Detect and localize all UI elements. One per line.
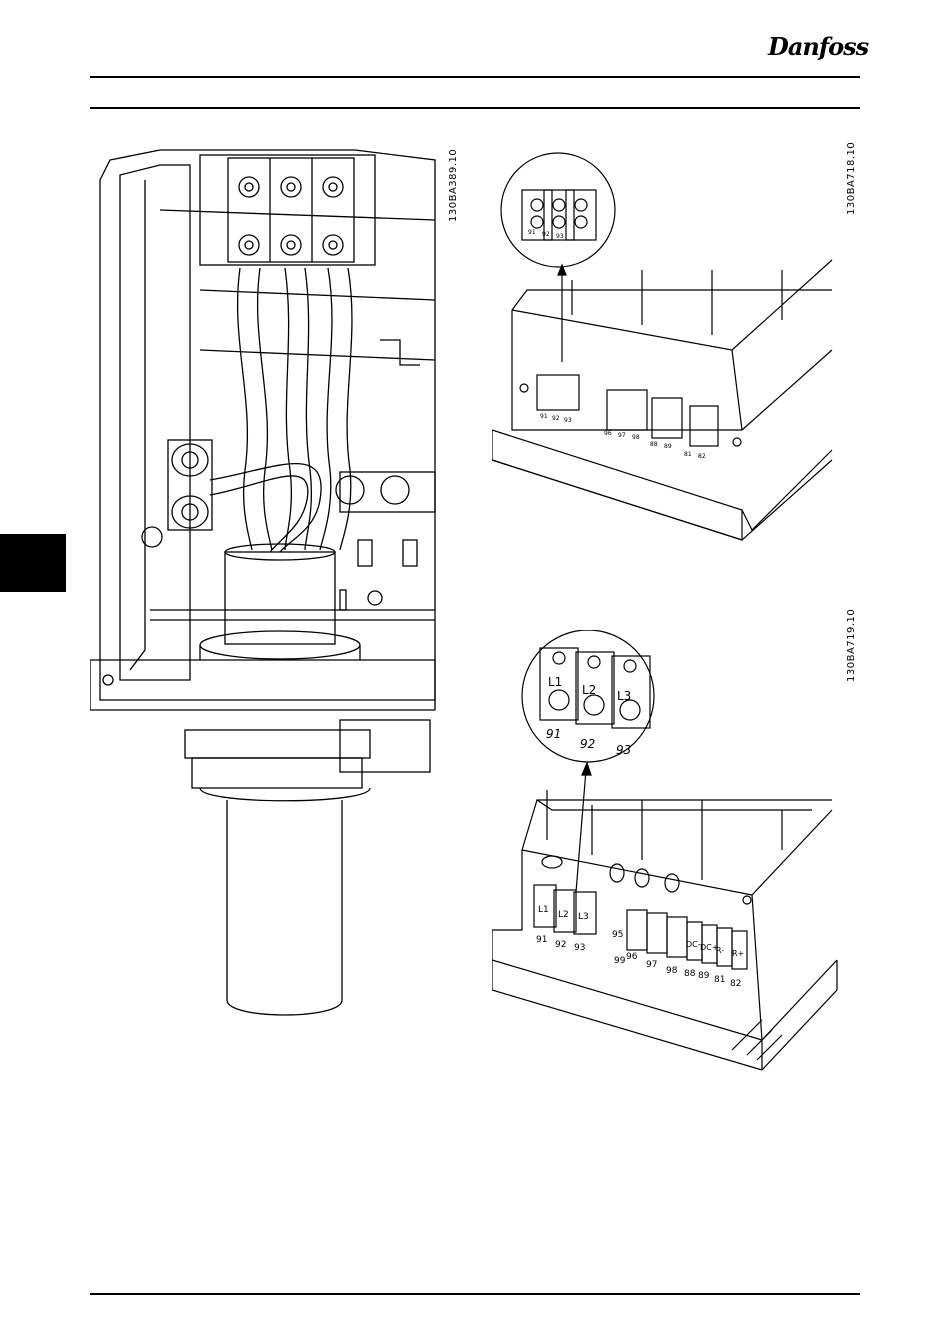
chapter-tab — [0, 534, 66, 592]
callout-b-terminal-91: 91 — [546, 727, 561, 741]
callout-a-terminal-91: 91 — [528, 229, 536, 236]
callout-b-phase-l3: L3 — [617, 689, 631, 703]
block-b-phase-l2: L2 — [558, 910, 569, 920]
block-b-terminal-82: 82 — [730, 979, 741, 989]
block-a-terminal-82: 82 — [698, 453, 706, 460]
block-b-terminal-97: 97 — [646, 960, 657, 970]
block-a-terminal-88: 88 — [650, 441, 658, 448]
block-b-label-r-minus: R- — [716, 946, 724, 955]
block-a-terminal-81: 81 — [684, 451, 692, 458]
block-b-phase-l1: L1 — [538, 905, 549, 915]
callout-b-phase-l2: L2 — [582, 683, 596, 697]
footer-rule — [90, 1293, 860, 1295]
callout-b-terminal-93: 93 — [616, 743, 631, 757]
figure-code-bottom-right: 130BA719.10 — [846, 609, 857, 682]
block-b-terminal-99: 99 — [614, 956, 626, 966]
header-rule-bottom — [90, 107, 860, 109]
danfoss-logo: Danfoss — [768, 32, 860, 66]
header-rule-top — [90, 76, 860, 78]
block-a-terminal-91: 91 — [540, 413, 548, 420]
block-b-terminal-89: 89 — [698, 971, 710, 981]
block-b-terminal-93: 93 — [574, 943, 585, 953]
block-b-phase-l3: L3 — [578, 912, 589, 922]
block-b-terminal-96: 96 — [626, 952, 638, 962]
block-a-terminal-97: 97 — [618, 432, 626, 439]
callout-a-terminal-93: 93 — [556, 233, 564, 240]
block-a-terminal-89: 89 — [664, 443, 672, 450]
block-b-terminal-92: 92 — [555, 940, 566, 950]
block-b-label-r-plus: R+ — [732, 949, 744, 958]
block-b-terminal-95: 95 — [612, 930, 623, 940]
terminal-block-illustration-b: L1 L2 L3 91 92 93 L1 L2 L3 91 92 93 95 9… — [492, 630, 842, 1080]
block-b-terminal-88: 88 — [684, 969, 696, 979]
figure-code-left: 130BA389.10 — [448, 149, 459, 222]
block-b-label-dc-minus: DC- — [686, 940, 701, 949]
figure-code-top-right: 130BA718.10 — [846, 142, 857, 215]
block-a-terminal-98: 98 — [632, 434, 640, 441]
mains-connection-illustration — [90, 140, 440, 1030]
callout-b-terminal-92: 92 — [580, 737, 595, 751]
block-b-terminal-91: 91 — [536, 935, 547, 945]
block-b-terminal-98: 98 — [666, 966, 678, 976]
terminal-block-illustration-a: 91 92 93 91 92 93 96 97 98 88 89 81 82 — [492, 150, 842, 560]
block-a-terminal-92: 92 — [552, 415, 560, 422]
block-a-terminal-96: 96 — [604, 430, 612, 437]
block-b-terminal-81: 81 — [714, 975, 725, 985]
block-a-terminal-93: 93 — [564, 417, 572, 424]
callout-b-phase-l1: L1 — [548, 675, 562, 689]
callout-a-terminal-92: 92 — [542, 231, 550, 238]
